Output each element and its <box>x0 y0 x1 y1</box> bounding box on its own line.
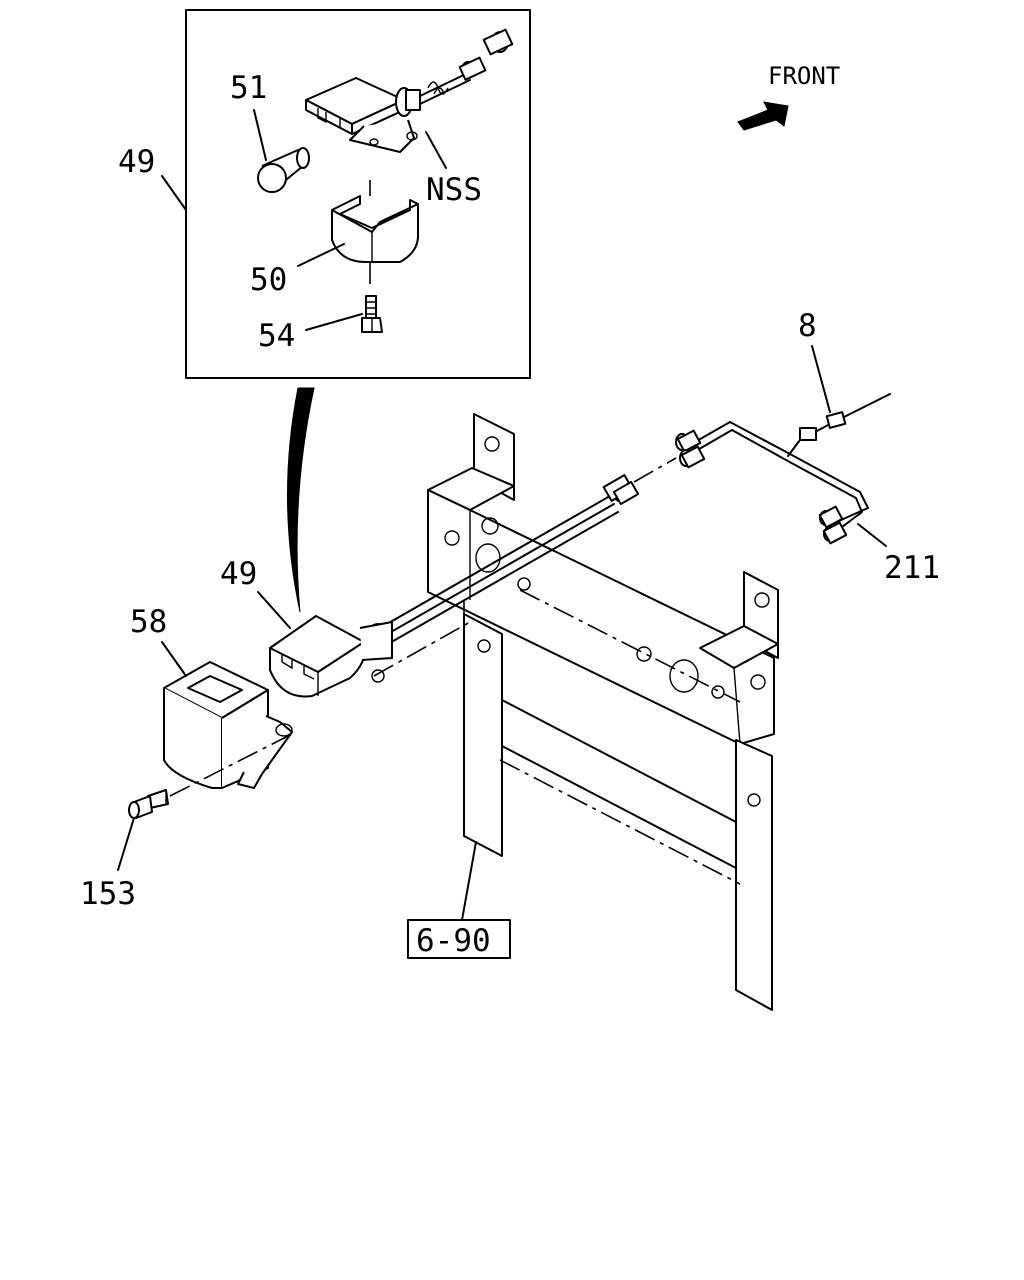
label-50: 50 <box>250 262 287 298</box>
label-49-mid: 49 <box>220 556 257 592</box>
reference-box <box>407 919 511 959</box>
label-49-top: 49 <box>118 144 155 180</box>
label-211: 211 <box>884 550 940 586</box>
leader-50 <box>297 243 345 267</box>
leader-49-top <box>161 175 187 211</box>
label-153: 153 <box>80 876 136 912</box>
leader-153 <box>117 817 135 871</box>
leader-49-mid <box>257 591 291 629</box>
bulb <box>257 147 310 193</box>
leader-8 <box>811 345 831 413</box>
label-nss: NSS <box>426 172 482 208</box>
label-58: 58 <box>130 604 167 640</box>
leader-nss <box>425 131 447 169</box>
label-51: 51 <box>230 70 267 106</box>
lens <box>331 180 419 290</box>
reference-6-90: 6-90 <box>407 841 511 959</box>
leader-6-90 <box>461 841 477 921</box>
lamp-cover <box>163 661 293 789</box>
mounting-screw <box>128 733 293 819</box>
leader-58 <box>161 641 187 677</box>
leader-51 <box>253 109 267 161</box>
detail-inset: 51 NSS 50 54 <box>185 9 531 379</box>
leader-211 <box>857 523 887 547</box>
label-front: FRONT <box>768 62 840 90</box>
detail-inset-frame <box>185 9 531 379</box>
frame-structure <box>427 413 779 1011</box>
label-6-90: 6-90 <box>416 923 491 959</box>
body-harness <box>675 393 891 545</box>
callout-wedge <box>287 387 315 613</box>
lamp-housing <box>305 28 514 153</box>
lamp-harness <box>379 457 677 645</box>
lamp-assembly <box>269 615 471 698</box>
leader-54 <box>305 313 363 331</box>
screw <box>361 295 383 333</box>
label-8: 8 <box>798 308 817 344</box>
label-54: 54 <box>258 318 295 354</box>
front-arrow-icon <box>737 101 789 131</box>
harness-clip <box>825 411 847 429</box>
